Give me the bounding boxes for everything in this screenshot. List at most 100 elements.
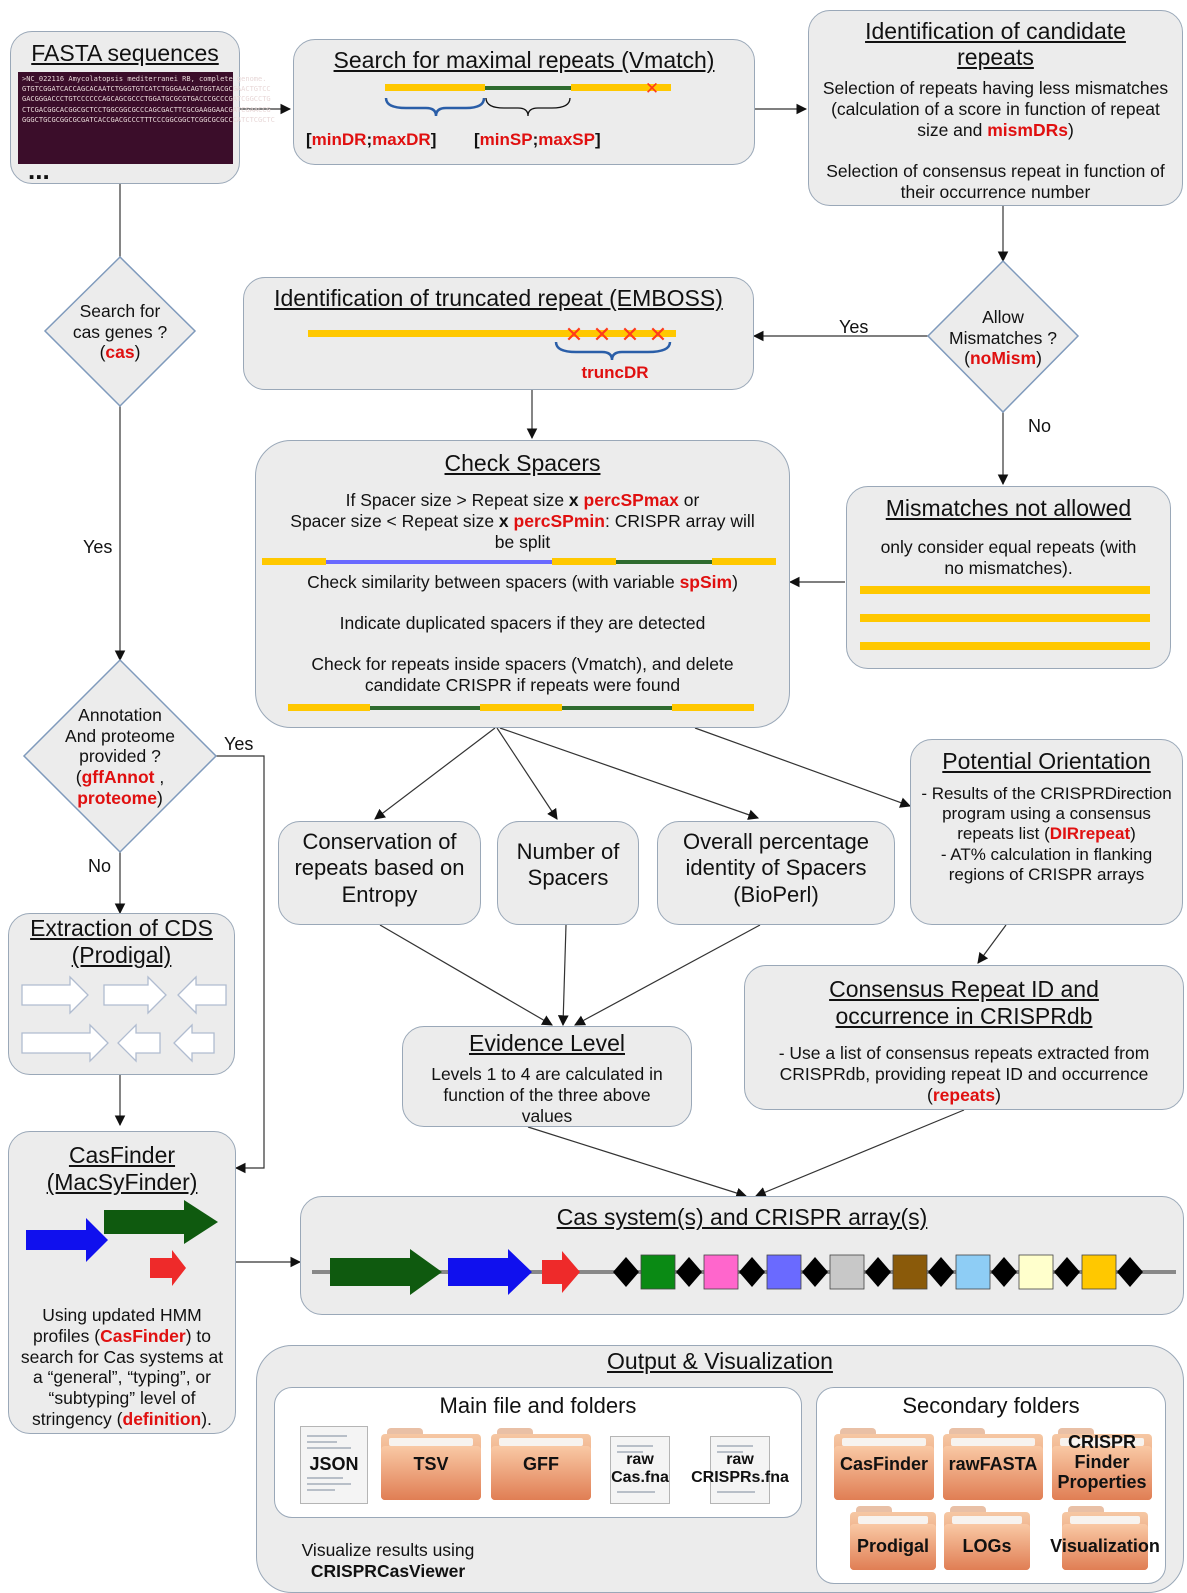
- orientation-box: [910, 739, 1183, 925]
- mismatch-icon: ✕: [645, 79, 659, 98]
- check-spacers-p3: Indicate duplicated spacers if they are …: [339, 613, 706, 633]
- arrow-check-orientation: [694, 727, 912, 808]
- prodigal-folder-icon[interactable]: [850, 1506, 936, 1570]
- casfinder-title-2: (MacSyFinder): [46, 1169, 198, 1195]
- logs-folder-icon[interactable]: [944, 1506, 1030, 1570]
- repeat-diamond: [865, 1257, 891, 1287]
- repeat-bar: [385, 84, 485, 91]
- cas-gene-arrow-red: [542, 1251, 580, 1293]
- repeat-diamond: [802, 1257, 828, 1287]
- check-spacers-box: [255, 440, 790, 728]
- cas-gene-arrow-blue: [26, 1218, 108, 1262]
- gff-folder-icon[interactable]: [491, 1428, 591, 1500]
- conservation-text: Conservation of repeats based on Entropy: [294, 829, 465, 907]
- orientation-title: Potential Orientation: [942, 748, 1151, 774]
- vmatch-repeat-diagram: ✕: [384, 79, 671, 117]
- secondary-folders-title: Secondary folders: [902, 1393, 1080, 1418]
- fasta-ellipsis: ...: [28, 155, 50, 185]
- repeat-diamond: [739, 1257, 765, 1287]
- orientation-body: - Results of the CRISPRDirection program…: [921, 784, 1172, 884]
- cas-gene-arrow-red: [150, 1250, 186, 1286]
- fasta-line: GACGGGACCCTGTCCCCCCAGCAGCGCCCTGGATGCGCGT…: [22, 95, 271, 104]
- fasta-line: GGGCTGCGCGGCGCGATCACCGACGCCCTTTCCCGGCGGC…: [22, 115, 275, 124]
- no-label-annotation: No: [88, 856, 112, 876]
- fasta-line: GTGTCGGATCACCAGCACAATCTGGGTGTCATCTGGGAAC…: [22, 85, 271, 94]
- sp-range-label: [minSP;maxSP]: [474, 130, 601, 149]
- casfinder-folder-icon[interactable]: [834, 1428, 934, 1500]
- crispr-array: [613, 1254, 1143, 1290]
- sp-brace: [485, 97, 571, 117]
- spacer-square: [892, 1254, 928, 1290]
- candidates-body-1: Selection of repeats having less mismatc…: [822, 78, 1169, 140]
- arrow-check-overall: [499, 727, 760, 820]
- cas-crispr-locus-diagram: [312, 1249, 1176, 1295]
- truncdr-label: truncDR: [581, 363, 649, 382]
- arrow-orientation-crisprdb: [977, 924, 1007, 964]
- crisprdb-body: - Use a list of consensus repeats extrac…: [778, 1043, 1150, 1105]
- arrow-evidence-cassystem: [527, 1126, 748, 1199]
- equal-repeats-diagram: [860, 586, 1150, 650]
- dr-range-label: [minDR;maxDR]: [306, 130, 437, 149]
- truncated-repeat-diagram: ✕ ✕ ✕ ✕: [308, 322, 676, 361]
- casfinder-folder-label: CasFinder: [839, 1454, 929, 1474]
- spacer-square: [1081, 1254, 1117, 1290]
- cas-gene-arrow-green: [104, 1200, 218, 1244]
- yes-label-mism: Yes: [839, 317, 869, 337]
- mism-decision-text: Allow Mismatches ? (noMism): [949, 307, 1057, 369]
- evidence-title: Evidence Level: [469, 1030, 625, 1056]
- logs-folder-label: LOGs: [962, 1536, 1012, 1556]
- repeat-diamond: [928, 1257, 954, 1287]
- cas-gene-arrow-blue: [448, 1249, 532, 1295]
- casfinder-body: Using updated HMM profiles (CasFinder) t…: [20, 1305, 224, 1430]
- crisprfinder-properties-folder-icon[interactable]: [1052, 1428, 1152, 1500]
- truncated-title: Identification of truncated repeat (EMBO…: [274, 285, 723, 311]
- arrow-check-conservation: [374, 727, 496, 820]
- overall-identity-box: [657, 821, 895, 925]
- fasta-sequence-preview: >NC_022116 Amycolatopsis mediterranei RB…: [18, 72, 275, 164]
- raw-crisprs-file-icon[interactable]: [710, 1436, 770, 1504]
- arrow-number-evidence: [557, 924, 569, 1027]
- rawfasta-folder-icon[interactable]: [943, 1428, 1043, 1500]
- mismatch-icon: ✕: [649, 322, 667, 347]
- repeat-diamond: [1117, 1257, 1143, 1287]
- fasta-line: CTCGACGGCACGGCGCTCCTGGCGGCGCCCAGCGACTTCG…: [22, 105, 271, 114]
- arrow-conservation-evidence: [379, 924, 553, 1026]
- check-spacers-p4: Check for repeats inside spacers (Vmatch…: [311, 654, 734, 695]
- rawfasta-folder-label: rawFASTA: [948, 1454, 1038, 1474]
- spacer-square: [640, 1254, 676, 1290]
- number-spacers-text: Number of Spacers: [516, 839, 620, 891]
- spacer-square: [829, 1254, 865, 1290]
- annotation-decision-text: Annotation And proteome provided ? (gffA…: [65, 705, 175, 808]
- json-label: JSON: [309, 1454, 359, 1474]
- spacer-bar: [485, 86, 571, 90]
- cds-arrows-diagram: [21, 975, 227, 1063]
- mismatches-not-allowed-title: Mismatches not allowed: [885, 495, 1132, 521]
- arrow-crisprdb-cassystem: [755, 1109, 965, 1198]
- tsv-folder-icon[interactable]: [381, 1428, 481, 1500]
- arrow-check-number: [496, 727, 558, 820]
- gff-label: GFF: [523, 1454, 559, 1474]
- spacer-square: [703, 1254, 739, 1290]
- casfinder-title-1: CasFinder: [68, 1142, 176, 1168]
- cas-gene-arrow-green: [330, 1249, 442, 1295]
- cas-system-title: Cas system(s) and CRISPR array(s): [556, 1204, 928, 1230]
- arrow-overall-evidence: [574, 924, 761, 1026]
- repeat-diamond: [676, 1257, 702, 1287]
- check-spacers-p1: If Spacer size > Repeat size x percSPmax…: [290, 490, 755, 552]
- raw-cas-file-icon[interactable]: [610, 1436, 670, 1504]
- candidates-body-2: Selection of consensus repeat in functio…: [826, 161, 1165, 202]
- repeat-bar: [571, 84, 671, 91]
- json-file-icon[interactable]: [300, 1426, 368, 1504]
- mismatches-not-allowed-box: [846, 486, 1171, 669]
- casfinder-box: [8, 1131, 236, 1434]
- candidates-title: Identification of candidate repeats: [865, 18, 1126, 71]
- prodigal-title-2: (Prodigal): [71, 942, 172, 968]
- overall-identity-text: Overall percentage identity of Spacers (…: [683, 829, 869, 907]
- crisprdb-box: [744, 965, 1184, 1110]
- visualization-folder-label: Visualization: [1050, 1536, 1160, 1556]
- fasta-title: FASTA sequences: [31, 40, 219, 66]
- cas-decision-text: Search for cas genes ? (cas): [72, 301, 168, 363]
- visualization-folder-icon[interactable]: [1062, 1506, 1148, 1570]
